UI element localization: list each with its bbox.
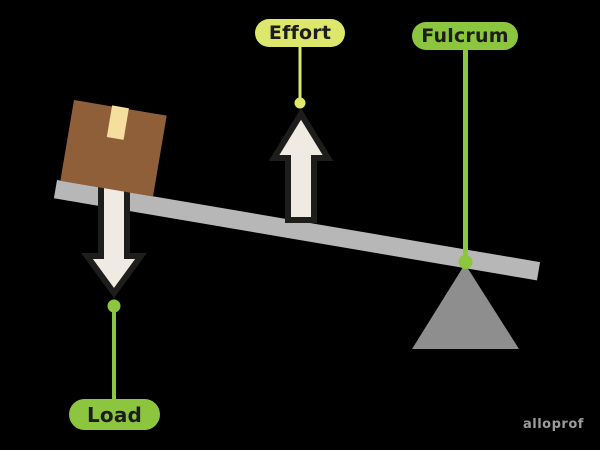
effort-label-pill: Effort — [255, 19, 345, 47]
load-anchor-dot — [107, 299, 121, 313]
alloprof-watermark: alloprof — [523, 417, 584, 432]
fulcrum-label-text: Fulcrum — [421, 25, 509, 47]
load-label-text: Load — [86, 402, 143, 427]
load-label-pill: Load — [69, 399, 160, 430]
lever-plank — [53, 180, 541, 281]
effort-arrow-up-icon — [268, 108, 334, 223]
fulcrum-triangle — [412, 264, 519, 349]
fulcrum-label-pill: Fulcrum — [412, 22, 518, 50]
load-arrow-down-icon — [81, 181, 147, 299]
effort-label-text: Effort — [268, 22, 332, 44]
box-tape — [106, 105, 129, 140]
fulcrum-anchor-dot — [458, 255, 473, 269]
effort-anchor-dot — [294, 97, 306, 109]
box-body — [60, 100, 167, 197]
cardboard-box — [60, 100, 167, 197]
